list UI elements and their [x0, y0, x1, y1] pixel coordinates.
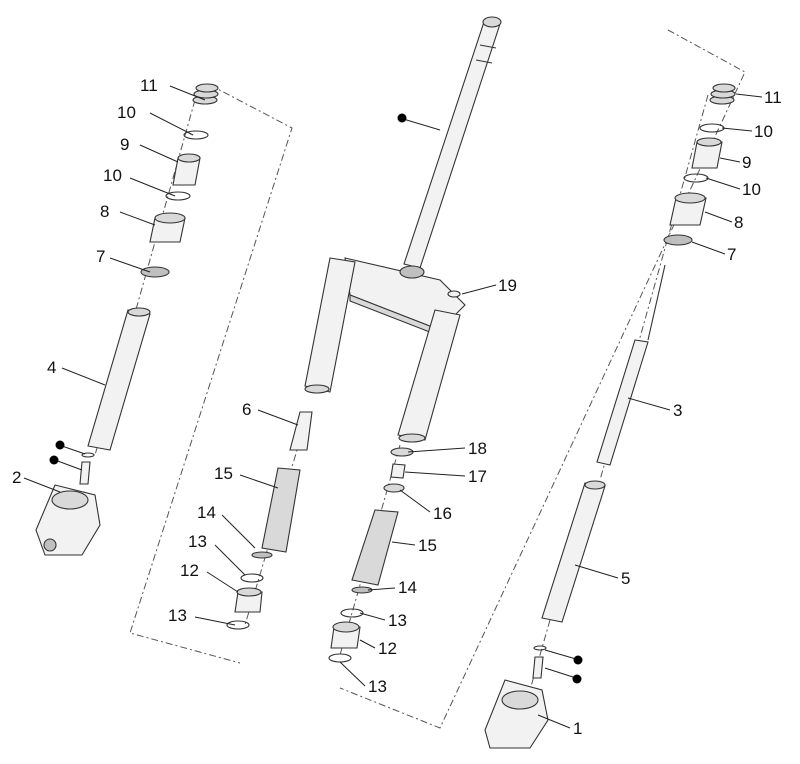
callout-3: 3: [673, 401, 682, 420]
callout-15-center: 15: [418, 536, 437, 555]
callout-9-left: 9: [120, 135, 129, 154]
marker-dot: [573, 655, 583, 665]
callout-1: 1: [573, 719, 582, 738]
callout-10-left-b: 10: [103, 166, 122, 185]
callout-9-right: 9: [742, 153, 751, 172]
callout-18: 18: [468, 439, 487, 458]
marker-dot: [49, 455, 59, 465]
left-leg-parts: [35, 83, 219, 556]
callout-2: 2: [12, 468, 21, 487]
callout-13-left-a: 13: [188, 532, 207, 551]
callout-12-center: 12: [378, 639, 397, 658]
callout-11-right: 11: [764, 88, 782, 107]
callout-19: 19: [498, 276, 517, 295]
callout-17: 17: [468, 467, 487, 486]
left-fork-internals: [226, 411, 313, 630]
callout-5: 5: [621, 569, 630, 588]
callout-13-left-b: 13: [168, 606, 187, 625]
callout-8-left: 8: [100, 202, 109, 221]
callout-13-center-a: 13: [388, 611, 407, 630]
callout-15-left: 15: [214, 464, 233, 483]
marker-dot: [397, 113, 407, 123]
leader-lines: [23, 85, 763, 729]
callout-12-left: 12: [180, 561, 199, 580]
callout-labels: 11 10 9 10 8 7 4 2 6 15 14 13 12 13 19 1…: [12, 76, 782, 738]
callout-14-center: 14: [398, 578, 417, 597]
callout-14-left: 14: [197, 503, 216, 522]
right-leg-parts: [484, 83, 736, 749]
callout-16: 16: [433, 504, 452, 523]
callout-10-right-b: 10: [742, 180, 761, 199]
callout-10-left-a: 10: [117, 103, 136, 122]
callout-10-right-a: 10: [754, 122, 773, 141]
center-fork-internals: [328, 290, 461, 663]
reference-dots: [49, 113, 583, 684]
callout-7-left: 7: [96, 247, 105, 266]
callout-4: 4: [47, 358, 56, 377]
marker-dot: [572, 674, 582, 684]
callout-13-center-b: 13: [368, 677, 387, 696]
callout-8-right: 8: [734, 213, 743, 232]
callout-11-left: 11: [140, 76, 158, 95]
steering-stem-and-crown: [304, 16, 502, 443]
callout-7-right: 7: [727, 245, 736, 264]
marker-dot: [55, 440, 65, 450]
callout-6: 6: [242, 400, 251, 419]
